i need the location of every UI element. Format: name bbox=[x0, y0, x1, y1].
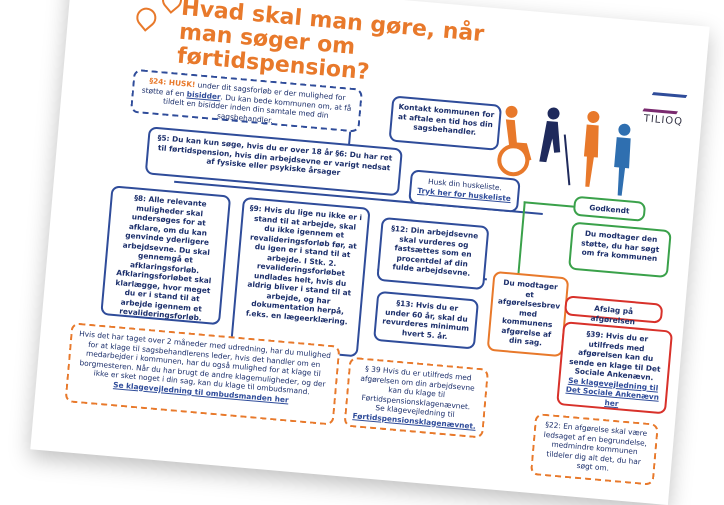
connector-line-green bbox=[516, 201, 526, 282]
s22-text: §22: En afgørelse skal være ledsaget af … bbox=[543, 420, 648, 473]
afslag-box: §39: Hvis du er utilfreds med afgørelsen… bbox=[556, 321, 674, 415]
s22-box: §22: En afgørelse skal være ledsaget af … bbox=[529, 413, 659, 486]
s13-text: §13: Hvis du er under 60 år, skal du rev… bbox=[381, 298, 470, 341]
tilioq-logo: TILIOQ bbox=[641, 91, 688, 128]
location-pin-icon bbox=[132, 3, 161, 32]
godkendt-text: Du modtager den støtte, du har søgt om f… bbox=[580, 228, 660, 264]
afslag-label-box: Afslag på afgørelsen bbox=[564, 295, 664, 326]
klage-foertidspension-box: § 39 Hvis du er utilfreds med afgørelsen… bbox=[343, 356, 490, 439]
godkendt-box: Du modtager den støtte, du har søgt om f… bbox=[568, 221, 672, 279]
kontakt-text: Kontakt kommunen for at aftale en tid ho… bbox=[397, 102, 495, 137]
godkendt-label-box: Godkendt bbox=[572, 195, 647, 222]
s9-box: §9: Hvis du lige nu ikke er i stand til … bbox=[230, 196, 371, 358]
s5-s6-box: §5: Du kan kun søge, hvis du er over 18 … bbox=[144, 126, 403, 197]
disability-figures-icon bbox=[497, 105, 631, 196]
connector-line-green bbox=[523, 201, 574, 208]
s13-box: §13: Hvis du er under 60 år, skal du rev… bbox=[373, 290, 480, 350]
s12-box: §12: Din arbejdsevne skal vurderes og fa… bbox=[376, 216, 490, 291]
afgoerelse-text: Du modtager et afgørelsesbrev med kommun… bbox=[497, 277, 561, 348]
afgoerelsesbrev-box: Du modtager et afgørelsesbrev med kommun… bbox=[486, 270, 570, 358]
s12-text: §12: Din arbejdsevne skal vurderes og fa… bbox=[390, 223, 479, 278]
kontakt-kommunen-box: Kontakt kommunen for at aftale en tid ho… bbox=[388, 95, 503, 151]
logo-mark-icon bbox=[642, 92, 688, 115]
s5-s6-text: §5: Du kan kun søge, hvis du er over 18 … bbox=[157, 133, 393, 178]
godkendt-label: Godkendt bbox=[588, 203, 630, 216]
s8-box: §8: Alle relevante muligheder skal under… bbox=[100, 185, 232, 326]
logo-text: TILIOQ bbox=[643, 113, 684, 128]
afslag-text: §39: Hvis du er utilfreds med afgørelsen… bbox=[568, 329, 661, 383]
poster-sheet: Hvad skal man gøre, når man søger om før… bbox=[30, 0, 710, 505]
afslag-label: Afslag på afgørelsen bbox=[590, 303, 636, 326]
s8-text: §8: Alle relevante muligheder skal under… bbox=[115, 193, 212, 323]
s9-text: §9: Hvis du lige nu ikke er i stand til … bbox=[245, 203, 363, 326]
